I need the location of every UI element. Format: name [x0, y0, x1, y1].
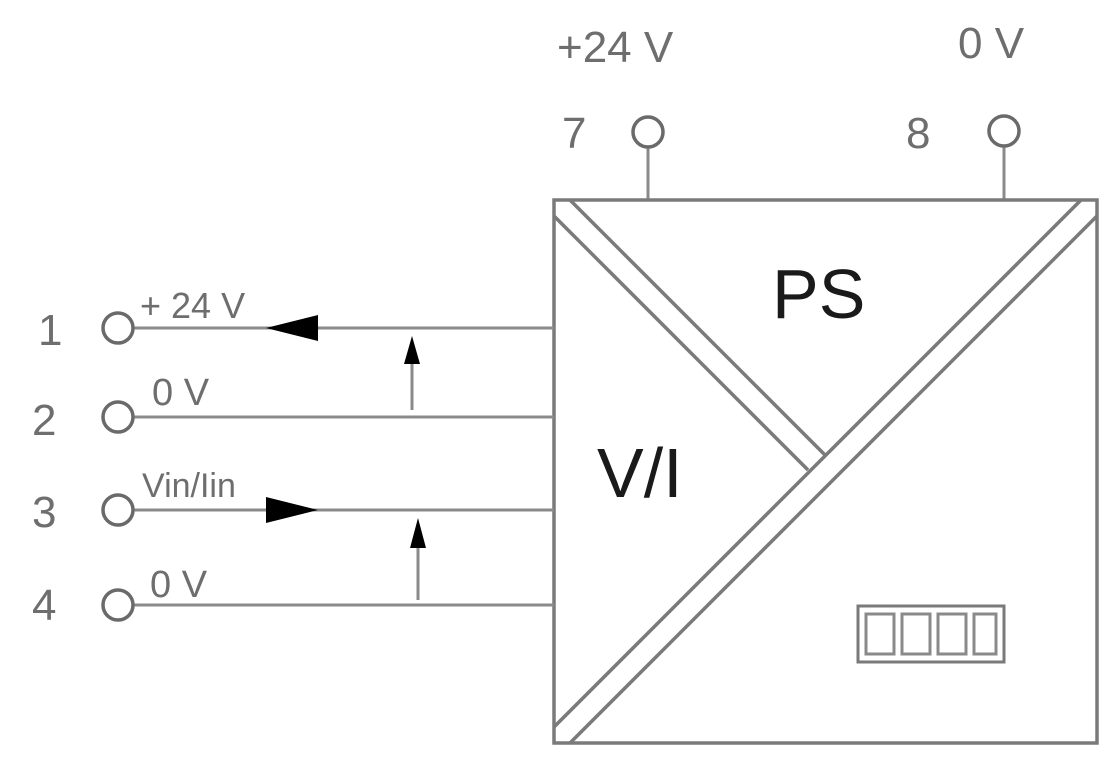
supply-voltage-arrow-icon	[404, 336, 420, 364]
converter-block	[552, 198, 1099, 745]
terminal-8	[987, 114, 1021, 200]
terminal-1-voltage-label: + 24 V	[140, 285, 245, 326]
signal-arrow	[410, 518, 426, 600]
terminal-4-voltage-label: 0 V	[150, 564, 208, 606]
terminal-3-number: 3	[32, 488, 56, 537]
terminal-2-wire	[101, 400, 554, 434]
block-dividers	[552, 198, 1099, 745]
ps-section-label: PS	[772, 255, 865, 333]
terminal-7-voltage-label: +24 V	[557, 23, 674, 72]
terminal-4-number: 4	[32, 581, 56, 630]
terminal-8-voltage-label: 0 V	[958, 19, 1025, 68]
signal-arrow-icon	[410, 518, 426, 548]
terminal-1-pin-icon	[101, 311, 135, 345]
terminal-2-voltage-label: 0 V	[152, 372, 210, 414]
terminal-7-number: 7	[562, 109, 586, 158]
terminal-3-pin-icon	[101, 493, 135, 527]
supply-voltage-arrow	[404, 336, 420, 410]
output-arrow-icon	[266, 315, 318, 341]
terminal-2-pin-icon	[101, 400, 135, 434]
terminal-8-pin-icon	[987, 114, 1021, 148]
input-arrow-icon	[266, 497, 318, 523]
terminal-7	[631, 115, 665, 200]
terminal-3-signal-label: Vin/Iin	[142, 467, 236, 505]
terminal-1-wire	[101, 311, 554, 345]
terminal-1-number: 1	[38, 306, 62, 355]
display-icon	[856, 604, 1006, 664]
terminal-2-number: 2	[32, 396, 56, 445]
terminal-8-number: 8	[906, 109, 930, 158]
terminal-3-wire	[101, 493, 554, 527]
terminal-4-wire	[101, 588, 554, 622]
terminal-7-pin-icon	[631, 115, 665, 149]
terminal-4-pin-icon	[101, 588, 135, 622]
vi-section-label: V/I	[597, 434, 683, 512]
